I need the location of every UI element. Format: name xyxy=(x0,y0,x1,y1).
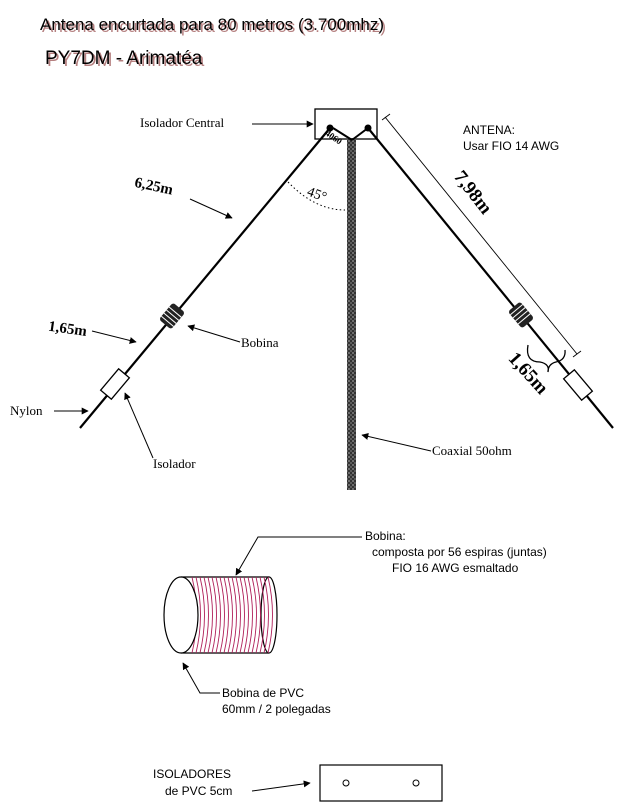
insulator-hole-left xyxy=(342,779,350,787)
coil-winding-turn xyxy=(223,576,229,654)
coil-arrow xyxy=(187,324,241,343)
coaxial-label: Coaxial 50ohm xyxy=(432,443,512,458)
right-coil xyxy=(509,302,533,328)
coil-winding-turn xyxy=(203,576,209,654)
pvc-coil-form xyxy=(163,576,278,654)
title-block: Antena encurtada para 80 metros (3.700mh… xyxy=(40,15,386,71)
nylon-label: Nylon xyxy=(10,403,43,418)
title: Antena encurtada para 80 metros (3.700mh… xyxy=(40,15,384,34)
coil-winding-turn xyxy=(247,576,253,654)
left-tail-arrow xyxy=(91,330,137,344)
coil-winding-turn xyxy=(231,576,237,654)
coil-winding-turn xyxy=(199,576,205,654)
left-length-label: 6,25m xyxy=(133,175,175,199)
author-shadow: PY7DM - Arimatéa xyxy=(47,50,205,71)
right-tail-brace xyxy=(526,344,566,373)
insulators-arrow xyxy=(251,780,311,792)
coil-winding-turn xyxy=(267,576,273,654)
left-tail-length-label: 1,65m xyxy=(47,319,88,340)
left-length-arrow xyxy=(189,198,233,219)
coil-winding-turn xyxy=(239,576,245,654)
coil-winding-turn xyxy=(219,576,225,654)
insulators-label-line1: ISOLADORES xyxy=(153,767,231,781)
pvc-coil-opening xyxy=(163,576,199,654)
coil-winding-turn xyxy=(263,576,269,654)
pvc-label-line2: 60mm / 2 polegadas xyxy=(222,702,331,716)
right-dimension-line xyxy=(384,116,578,355)
coil-windings xyxy=(191,576,273,654)
right-length-label: 7,98m xyxy=(449,167,496,219)
coil-winding-turn xyxy=(195,576,201,654)
pvc-insulator-sample xyxy=(319,764,443,802)
left-coil xyxy=(160,303,184,329)
coil-desc-line2: composta por 56 espiras (juntas) xyxy=(372,545,547,559)
coaxial-arrow xyxy=(361,433,432,452)
coil-winding-turn xyxy=(215,576,221,654)
left-end-insulator xyxy=(99,367,131,401)
insulator-hole-right xyxy=(412,779,420,787)
pvc-arrow xyxy=(182,662,220,694)
author: PY7DM - Arimatéa xyxy=(45,48,203,69)
coil-winding-turn xyxy=(227,576,233,654)
coil-desc-line1: Bobina: xyxy=(365,529,406,543)
insulator-arrow xyxy=(124,392,154,459)
antenna-label-line2: Usar FIO 14 AWG xyxy=(463,139,559,153)
coil-desc-arrow xyxy=(235,536,362,576)
coil-winding-turn xyxy=(251,576,257,654)
right-end-insulator xyxy=(562,368,594,402)
coil-winding-turn xyxy=(235,576,241,654)
coil-winding-turn xyxy=(255,576,261,654)
insulator-label: Isolador xyxy=(153,456,196,471)
antenna-label-line1: ANTENA: xyxy=(463,123,515,137)
coil-desc-line3: FIO 16 AWG esmaltado xyxy=(392,561,519,575)
coil-winding-turn xyxy=(259,576,265,654)
coil-winding-turn xyxy=(207,576,213,654)
angle-label: 45° xyxy=(305,185,329,206)
insulators-label-line2: de PVC 5cm xyxy=(165,784,232,798)
coil-winding-turn xyxy=(243,576,249,654)
coil-label: Bobina xyxy=(241,335,279,350)
coil-winding-turn xyxy=(211,576,217,654)
pvc-label-line1: Bobina de PVC xyxy=(222,686,304,700)
central-insulator-label: Isolador Central xyxy=(140,115,225,130)
title-shadow: Antena encurtada para 80 metros (3.700mh… xyxy=(42,17,386,36)
coaxial-cable xyxy=(347,138,356,490)
